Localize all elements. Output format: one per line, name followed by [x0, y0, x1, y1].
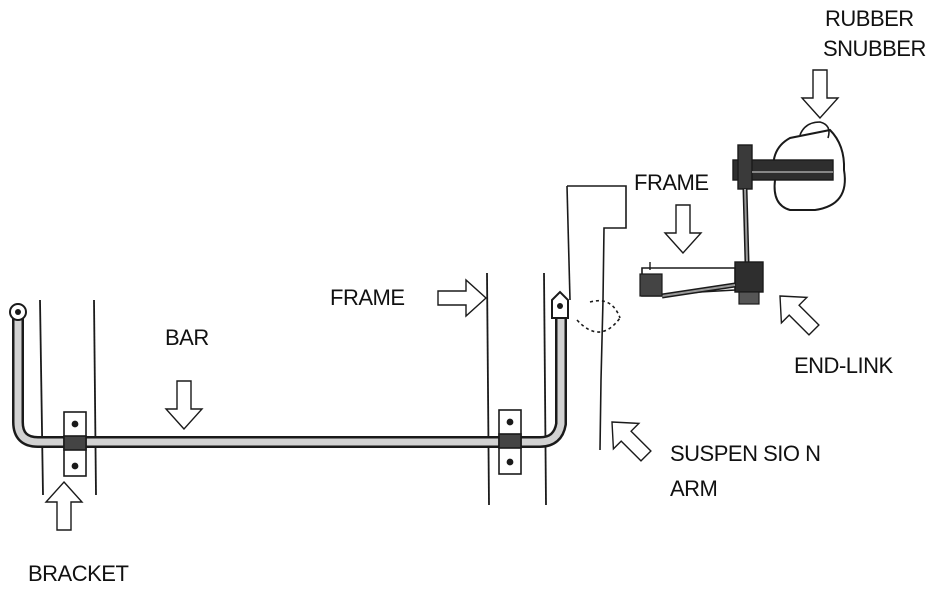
frame-left-label: FRAME	[330, 285, 405, 310]
bracket-arrow	[45, 481, 83, 531]
end-link-label: END-LINK	[794, 353, 893, 378]
center-frame-rails	[486, 272, 547, 506]
suspension-arm-label-line1: SUSPEN SIO N	[670, 441, 821, 466]
bracket-label: BRACKET	[28, 561, 129, 586]
suspension-arm-arrow	[598, 408, 660, 470]
suspension-arm-label-line2: ARM	[670, 476, 718, 501]
frame-top-arrow	[664, 204, 702, 254]
sway-bar	[12, 299, 567, 448]
bar-label: BAR	[165, 325, 209, 350]
frame-top-label: FRAME	[634, 170, 709, 195]
suspension-arm-outline	[566, 185, 627, 451]
rubber-snubber-label-line1: RUBBER	[825, 6, 914, 31]
rubber-snubber-label-line2: SNUBBER	[823, 36, 926, 61]
left-bar-end-eye	[9, 303, 27, 321]
rubber-snubber-arrow	[801, 69, 839, 119]
end-link-assembly	[639, 121, 846, 305]
left-bracket-part	[63, 411, 87, 477]
bar-arrow	[165, 380, 203, 430]
right-bar-end-eye	[551, 290, 569, 319]
right-bracket-part	[498, 409, 522, 475]
frame-left-arrow	[437, 279, 487, 317]
end-link-arrow	[766, 282, 828, 344]
left-frame-rails	[39, 299, 97, 496]
